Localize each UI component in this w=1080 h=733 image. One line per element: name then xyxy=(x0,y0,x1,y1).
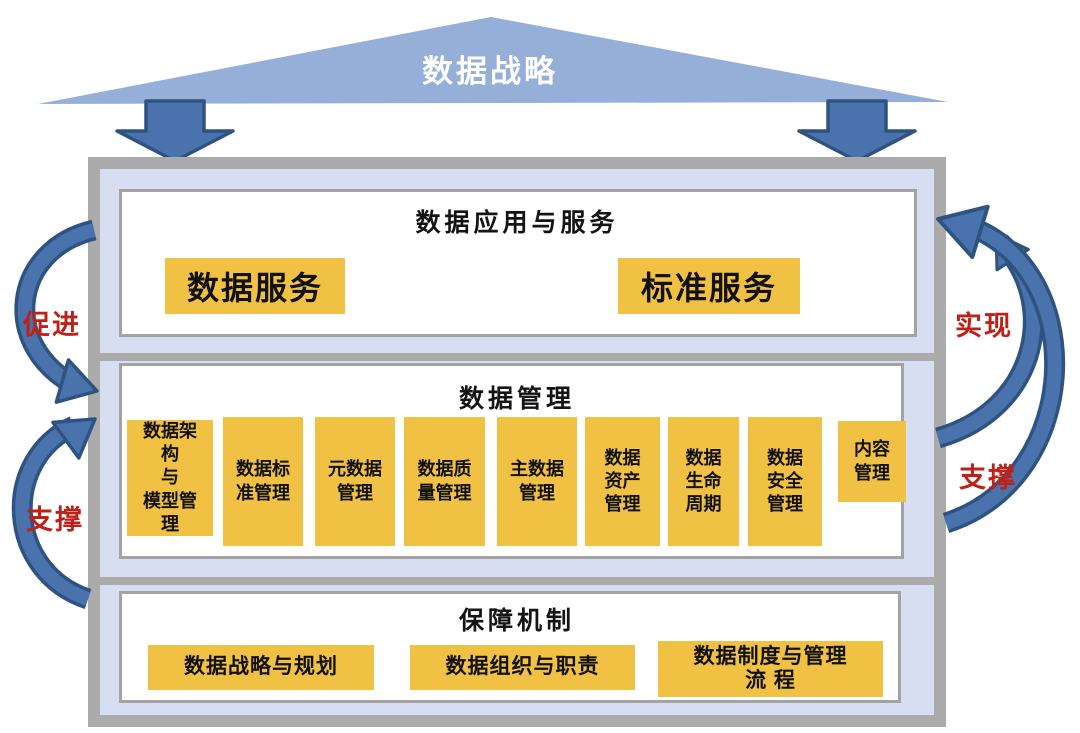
data-security-box: 数据 安全 管理 xyxy=(748,417,822,546)
section-title-management: 数据管理 xyxy=(458,385,575,413)
policy-process-box: 数据制度与管理 流 程 xyxy=(658,641,883,697)
label-realize: 实现 xyxy=(955,311,1013,341)
data-lifecycle-box: 数据 生命 周期 xyxy=(668,417,739,546)
down-arrow-icon xyxy=(115,99,235,163)
section-title-applications: 数据应用与服务 xyxy=(415,209,619,237)
metadata-box: 元数据 管理 xyxy=(315,417,395,546)
down-arrow-icon xyxy=(797,99,917,163)
roof-title: 数据战略 xyxy=(422,54,558,89)
standard-service-box: 标准服务 xyxy=(618,258,800,314)
label-promote: 促进 xyxy=(23,310,81,340)
data-asset-box: 数据 资产 管理 xyxy=(585,417,660,546)
master-data-box: 主数据 管理 xyxy=(497,417,577,546)
organization-duty-box: 数据组织与职责 xyxy=(410,645,635,690)
strategy-planning-box: 数据战略与规划 xyxy=(148,645,374,690)
data-architecture-model-box: 数据架 构 与 模型管 理 xyxy=(127,420,213,536)
data-standard-box: 数据标 准管理 xyxy=(223,417,303,546)
data-service-box: 数据服务 xyxy=(165,258,345,314)
label-support-left: 支撑 xyxy=(26,505,84,535)
label-support-right: 支撑 xyxy=(959,463,1017,493)
framework-container: 数据应用与服务 数据管理 保障机制 数据服务 标准服务 数据架 构 与 模型管 … xyxy=(88,157,946,727)
data-quality-box: 数据质 量管理 xyxy=(404,417,485,546)
content-management-box: 内容 管理 xyxy=(838,421,906,502)
section-title-mechanism: 保障机制 xyxy=(458,607,575,635)
